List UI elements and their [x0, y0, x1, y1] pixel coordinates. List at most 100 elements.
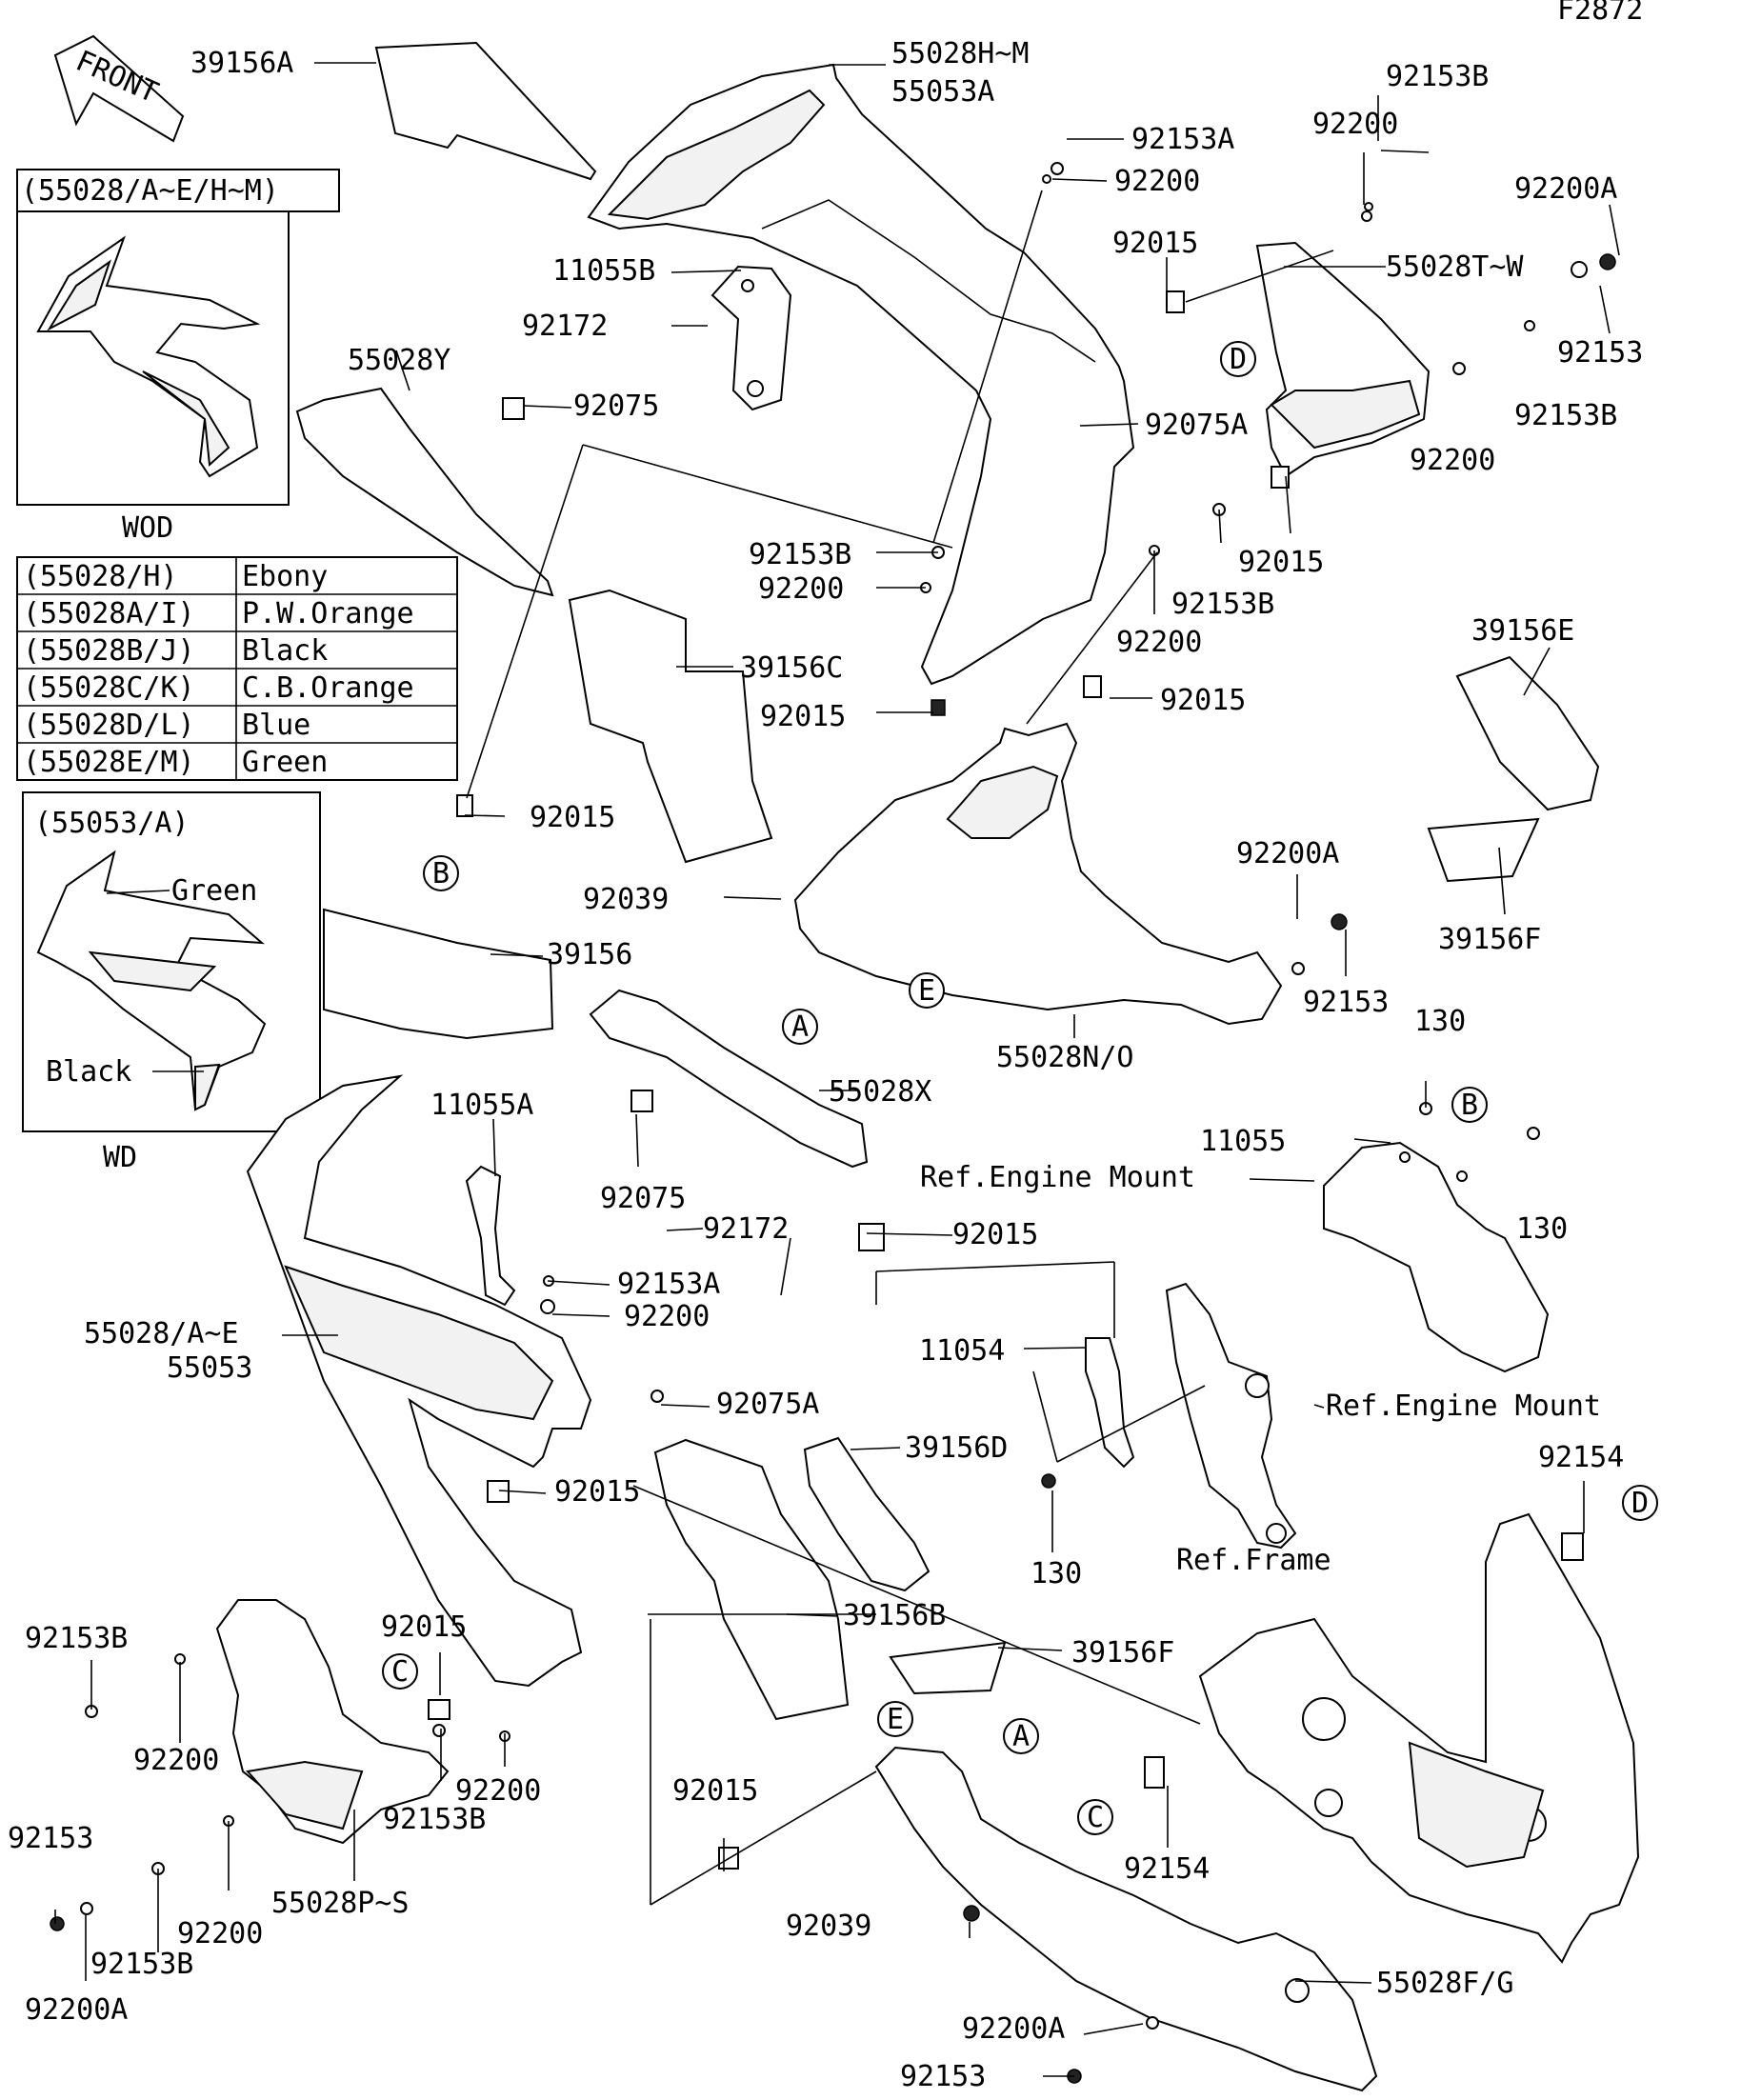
callout-92200-d: 92200: [758, 572, 844, 606]
callout-labels: 39156A 55028H~M 55053A 92153B 92153A 922…: [8, 37, 1643, 2093]
callout-11055a: 11055A: [430, 1089, 533, 1122]
callout-92153b-e: 92153B: [25, 1622, 128, 1655]
color-code-6: (55028E/M): [23, 746, 195, 779]
callout-92200-i: 92200: [177, 1917, 263, 1950]
callout-130-c: 130: [1031, 1557, 1082, 1590]
callout-92172-b: 92172: [703, 1212, 789, 1246]
callout-92153-a: 92153: [1557, 336, 1643, 370]
inset-wd-header: (55053/A): [34, 807, 190, 840]
callout-92200a-a: 92200A: [1514, 172, 1617, 206]
marker-c-2: C: [1087, 1801, 1104, 1834]
callout-39156a: 39156A: [190, 47, 293, 80]
callout-55028n-o: 55028N/O: [996, 1041, 1134, 1074]
callout-92153-c: 92153: [8, 1822, 93, 1855]
marker-d-1: D: [1230, 343, 1247, 376]
marker-e-1: E: [918, 974, 935, 1008]
callout-92153b-g: 92153B: [90, 1948, 193, 1981]
callout-92015-f: 92015: [952, 1218, 1038, 1251]
callout-92154-a: 92154: [1538, 1441, 1624, 1474]
callout-92075a-a: 92075A: [1145, 409, 1248, 442]
lower-cowl-fg: [874, 1746, 1378, 2092]
color-code-2: (55028A/I): [23, 597, 195, 630]
callout-39156d: 39156D: [905, 1431, 1008, 1465]
callout-92200-g: 92200: [133, 1744, 219, 1777]
callout-92153b-d: 92153B: [1171, 588, 1274, 621]
callout-92153-b: 92153: [1303, 986, 1389, 1019]
callout-92200-e: 92200: [1116, 626, 1202, 659]
inset-wod-header: (55028/A~E/H~M): [21, 174, 279, 208]
upper-cowl: [587, 63, 1135, 686]
bracket-11055b: [710, 265, 792, 411]
callout-92153b-f: 92153B: [383, 1803, 486, 1836]
callout-92015-c: 92015: [760, 700, 846, 733]
callout-92200-c: 92200: [1410, 444, 1495, 477]
callout-39156b: 39156B: [843, 1599, 946, 1632]
callout-92200a-c: 92200A: [25, 1993, 128, 2027]
marker-e-2: E: [887, 1703, 904, 1736]
marker-d-2: D: [1631, 1487, 1649, 1520]
callout-92200a-d: 92200A: [962, 2012, 1065, 2046]
pad-39156b: [653, 1438, 850, 1721]
pad-39156: [323, 908, 554, 1040]
inset-wd: (55053/A) Green Black WD: [22, 791, 321, 1174]
callout-39156: 39156: [547, 938, 632, 971]
callout-92200-h: 92200: [455, 1774, 541, 1808]
color-name-3: Black: [242, 634, 328, 668]
color-name-6: Green: [242, 746, 328, 779]
callout-92075a-b: 92075A: [716, 1388, 819, 1421]
inset-wod-caption: WOD: [122, 511, 173, 545]
callout-55028t-w: 55028T~W: [1386, 250, 1524, 284]
callout-92153b-c: 92153B: [749, 538, 851, 571]
pad-39156e: [1455, 655, 1600, 811]
callout-92075-a: 92075: [573, 390, 659, 423]
pad-39156c: [568, 589, 773, 864]
callout-92015-a: 92015: [1112, 227, 1198, 260]
callout-92200-a: 92200: [1312, 108, 1398, 141]
callout-92039-b: 92039: [786, 1910, 871, 1943]
bracket-11054: [1085, 1337, 1135, 1469]
callout-39156e: 39156E: [1471, 614, 1574, 648]
callout-11055b: 11055B: [552, 254, 655, 288]
ref-frame: [1198, 1512, 1640, 1964]
callout-92015-b: 92015: [1238, 546, 1324, 579]
figure-id: F2872: [1557, 0, 1643, 27]
callout-92153a-b: 92153A: [617, 1268, 720, 1301]
callout-92153a-a: 92153A: [1131, 123, 1234, 156]
color-name-1: Ebony: [242, 560, 328, 593]
color-name-4: C.B.Orange: [242, 671, 414, 705]
inset-wod: (55028/A~E/H~M) WOD: [16, 169, 340, 545]
bracket-11055a: [465, 1165, 516, 1307]
callout-92153-d: 92153: [900, 2060, 986, 2093]
inset-wd-green-label: Green: [171, 874, 257, 908]
color-code-4: (55028C/K): [23, 671, 195, 705]
callout-ref-engine-mount-1: Ref.Engine Mount: [920, 1161, 1195, 1194]
callout-11055: 11055: [1200, 1125, 1286, 1158]
callout-55028y: 55028Y: [348, 344, 450, 377]
middle-cowl: [793, 722, 1283, 1026]
callout-55028f-g: 55028F/G: [1376, 1967, 1514, 2000]
callout-39156f-a: 39156F: [1438, 923, 1541, 956]
callout-92154-b: 92154: [1124, 1852, 1210, 1886]
callout-92200a-b: 92200A: [1236, 837, 1339, 870]
color-code-3: (55028B/J): [23, 634, 195, 668]
callout-92039-a: 92039: [583, 883, 669, 916]
pad-39156a: [374, 41, 597, 181]
fasteners: [50, 162, 1616, 2084]
callout-55028a-e: 55028/A~E: [84, 1317, 239, 1350]
callout-ref-frame: Ref.Frame: [1176, 1544, 1331, 1577]
pad-39156f-upper: [1427, 817, 1540, 883]
callout-55028p-s: 55028P~S: [271, 1887, 410, 1920]
pad-39156d: [803, 1436, 931, 1592]
bracket-11055: [1323, 1141, 1550, 1373]
inset-wd-black-label: Black: [46, 1055, 131, 1089]
duct-55028y: [295, 387, 554, 597]
marker-b-2: B: [1461, 1089, 1478, 1122]
callout-55028h-m: 55028H~M: [891, 37, 1030, 70]
callout-92015-d: 92015: [1160, 684, 1246, 717]
color-name-2: P.W.Orange: [242, 597, 414, 630]
callout-92153b-a: 92153B: [1386, 60, 1489, 93]
color-code-5: (55028D/L): [23, 709, 195, 742]
strut-55028x: [589, 989, 869, 1169]
callout-92200-b: 92200: [1114, 165, 1200, 198]
